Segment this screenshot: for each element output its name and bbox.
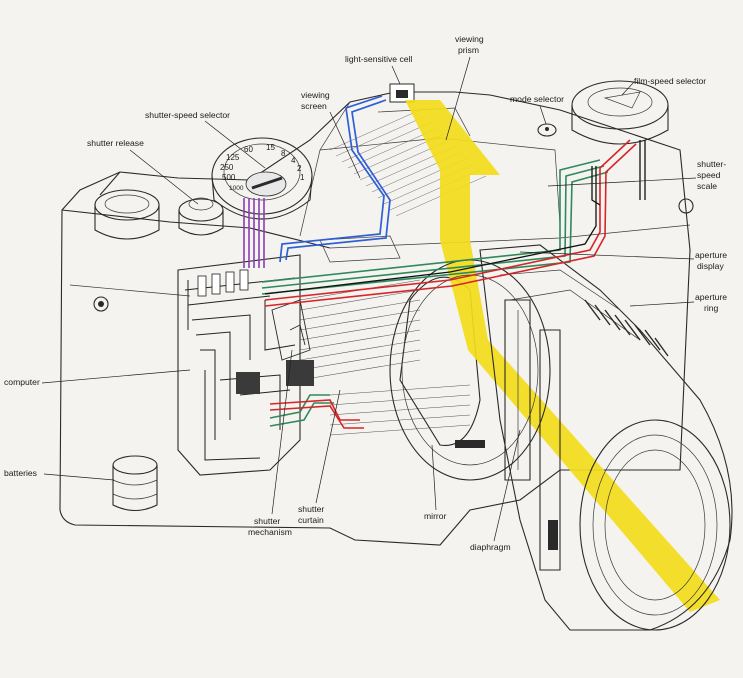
label-light-sensitive-cell: light-sensitive cell bbox=[345, 54, 412, 85]
shutter-speed-dial: 15 8 4 2 1 60 125 250 500 1000 bbox=[211, 137, 313, 220]
dial-number-1000: 1000 bbox=[229, 185, 244, 192]
rewind-knob bbox=[94, 189, 160, 240]
label-aperture-display-line1: aperture bbox=[695, 250, 727, 260]
label-mode-selector: mode selector bbox=[510, 94, 564, 125]
label-aperture-ring-line2: ring bbox=[704, 303, 719, 313]
label-viewing-screen-line1: viewing bbox=[301, 90, 330, 100]
label-aperture-ring-line1: aperture bbox=[695, 292, 727, 302]
label-film-speed-selector-text: film-speed selector bbox=[634, 76, 706, 86]
label-shutter-speed-scale: shutter- speed scale bbox=[547, 159, 726, 191]
light-sensitive-cell-sensor bbox=[396, 90, 408, 98]
film-speed-dial bbox=[571, 80, 669, 145]
label-viewing-prism-line2: prism bbox=[458, 45, 479, 55]
dial-number-500: 500 bbox=[222, 173, 236, 182]
label-diaphragm: diaphragm bbox=[470, 429, 521, 552]
dial-number-4: 4 bbox=[291, 156, 296, 165]
wiring-purple bbox=[243, 198, 265, 268]
label-shutter-mechanism-line2: mechanism bbox=[248, 527, 292, 537]
label-shutter-speed-selector-text: shutter-speed selector bbox=[145, 110, 230, 120]
dial-number-8: 8 bbox=[281, 149, 286, 158]
label-shutter-curtain: shutter curtain bbox=[298, 389, 341, 525]
dial-number-125: 125 bbox=[226, 153, 240, 162]
label-light-sensitive-cell-text: light-sensitive cell bbox=[345, 54, 412, 64]
label-batteries: batteries bbox=[4, 468, 115, 481]
label-shutter-curtain-line2: curtain bbox=[298, 515, 324, 525]
label-shutter-speed-scale-line1: shutter- bbox=[697, 159, 726, 169]
label-computer: computer bbox=[4, 369, 191, 387]
batteries-stack bbox=[112, 455, 158, 512]
dial-number-1: 1 bbox=[300, 173, 305, 182]
label-batteries-text: batteries bbox=[4, 468, 37, 478]
label-aperture-ring: aperture ring bbox=[629, 292, 727, 313]
label-viewing-prism-line1: viewing bbox=[455, 34, 484, 44]
mirror-plate bbox=[399, 276, 481, 446]
label-mirror: mirror bbox=[424, 444, 447, 521]
dial-number-60: 60 bbox=[244, 145, 253, 154]
wiring-red bbox=[264, 139, 637, 429]
wiring-black bbox=[264, 140, 646, 295]
label-aperture-display-line2: display bbox=[697, 261, 724, 271]
label-shutter-curtain-line1: shutter bbox=[298, 504, 324, 514]
label-diaphragm-text: diaphragm bbox=[470, 542, 511, 552]
label-shutter-release: shutter release bbox=[87, 138, 199, 205]
shutter-release-button bbox=[178, 197, 224, 236]
computer-circuit-board bbox=[177, 254, 314, 476]
wiring-green bbox=[261, 159, 609, 427]
mode-selector-knob bbox=[537, 123, 557, 137]
label-shutter-speed-scale-line2: speed bbox=[697, 170, 721, 180]
label-mirror-text: mirror bbox=[424, 511, 447, 521]
label-shutter-speed-scale-line3: scale bbox=[697, 181, 717, 191]
label-shutter-release-text: shutter release bbox=[87, 138, 144, 148]
dial-number-2: 2 bbox=[297, 164, 302, 173]
label-film-speed-selector: film-speed selector bbox=[621, 76, 706, 96]
label-shutter-mechanism-line1: shutter bbox=[254, 516, 280, 526]
wiring-blue bbox=[279, 95, 391, 263]
label-mode-selector-text: mode selector bbox=[510, 94, 564, 104]
label-computer-text: computer bbox=[4, 377, 40, 387]
label-shutter-mechanism: shutter mechanism bbox=[248, 349, 293, 537]
dial-number-250: 250 bbox=[220, 163, 234, 172]
mirror-box-hatching bbox=[299, 279, 471, 436]
dial-number-15: 15 bbox=[266, 143, 275, 152]
label-viewing-screen: viewing screen bbox=[301, 90, 361, 179]
label-viewing-screen-line2: screen bbox=[301, 101, 327, 111]
label-aperture-display: aperture display bbox=[519, 250, 727, 271]
label-viewing-prism: viewing prism bbox=[445, 34, 484, 141]
label-shutter-speed-selector: shutter-speed selector bbox=[145, 110, 266, 169]
